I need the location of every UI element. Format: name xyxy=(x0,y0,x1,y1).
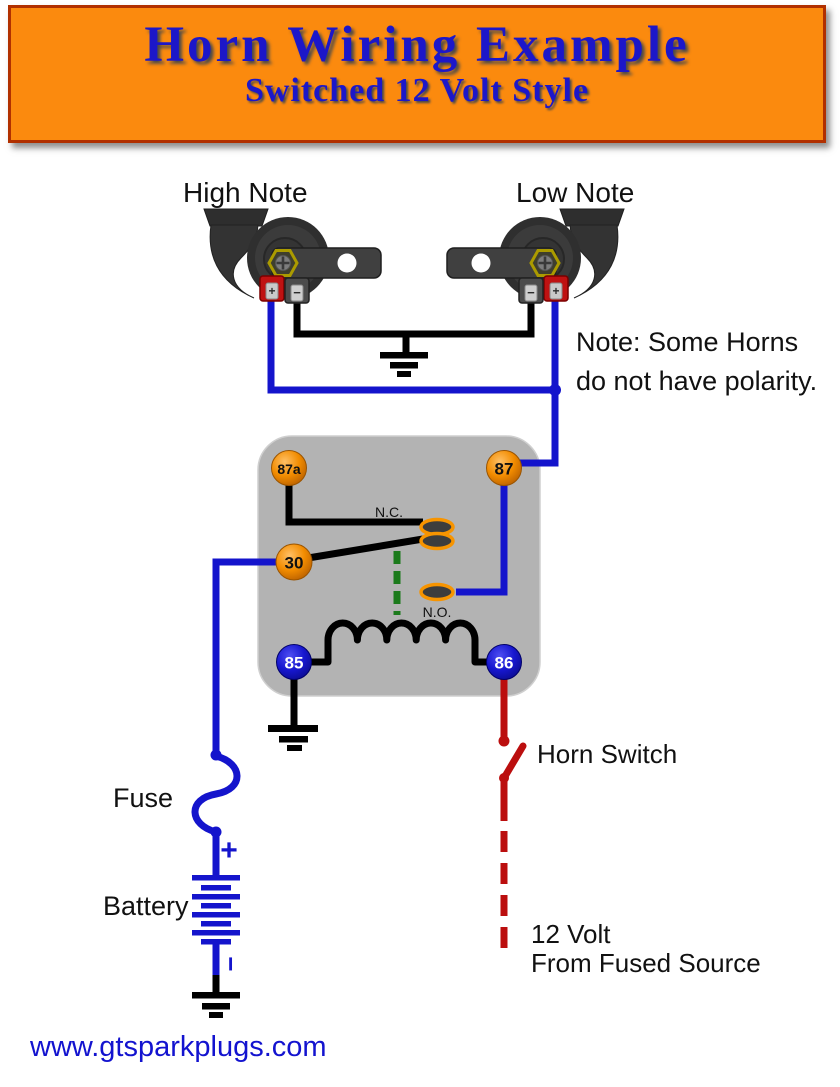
battery-feed-wire xyxy=(212,558,280,752)
relay-common-contact xyxy=(419,531,455,551)
battery-plus-mark: + xyxy=(220,834,238,867)
relay-terminal-86: 86 xyxy=(486,644,522,680)
page-subtitle: Switched 12 Volt Style xyxy=(244,72,590,109)
no-label: N.O. xyxy=(423,604,452,620)
svg-text:85: 85 xyxy=(285,654,304,673)
relay-87a-wire xyxy=(285,484,423,526)
ground-symbol-horns xyxy=(380,352,428,377)
relay-87-wire xyxy=(456,485,508,596)
horn-switch-symbol xyxy=(498,735,527,821)
relay-armature xyxy=(295,535,424,564)
svg-text:87: 87 xyxy=(495,460,514,479)
website-caption: www.gtsparkplugs.com xyxy=(30,1031,327,1063)
horn-ground-wire xyxy=(293,296,535,353)
horn-positive-wire xyxy=(267,296,559,467)
wire-junction-dot xyxy=(549,384,561,396)
fused-source-line1: 12 Volt xyxy=(531,919,611,949)
polarity-note-line1: Note: Some Horns xyxy=(576,327,799,357)
fused-source-label: 12 Volt From Fused Source xyxy=(531,920,761,978)
low-note-label: Low Note xyxy=(516,177,635,208)
title-banner: Horn Wiring Example Switched 12 Volt Sty… xyxy=(8,5,826,143)
low-note-horn xyxy=(445,207,626,305)
ground-symbol-battery xyxy=(192,992,240,1018)
high-note-label: High Note xyxy=(183,177,308,208)
fused-source-line2: From Fused Source xyxy=(531,948,761,978)
nc-label: N.C. xyxy=(375,504,403,520)
battery-label: Battery xyxy=(103,891,189,921)
fuse-symbol xyxy=(191,749,241,838)
ground-symbol-relay xyxy=(268,725,318,751)
polarity-note-line2: do not have polarity. xyxy=(576,366,818,396)
relay-no-contact xyxy=(419,582,455,602)
relay-terminal-87: 87 xyxy=(486,450,522,486)
high-note-horn xyxy=(202,207,383,305)
page-title: Horn Wiring Example xyxy=(144,17,690,73)
horn-switch-label: Horn Switch xyxy=(537,739,678,769)
relay-terminal-87a: 87a xyxy=(271,450,307,486)
fuse-label: Fuse xyxy=(113,783,174,813)
relay-coil-symbol xyxy=(308,619,491,666)
battery-minus-mark: − xyxy=(216,956,246,971)
svg-text:30: 30 xyxy=(285,554,304,573)
relay-terminal-85: 85 xyxy=(276,644,312,680)
relay-terminal-30: 30 xyxy=(275,543,313,581)
svg-text:87a: 87a xyxy=(277,461,301,477)
battery-symbol xyxy=(192,875,240,945)
svg-text:86: 86 xyxy=(495,654,514,673)
polarity-note: Note: Some Horns do not have polarity. xyxy=(576,323,817,401)
